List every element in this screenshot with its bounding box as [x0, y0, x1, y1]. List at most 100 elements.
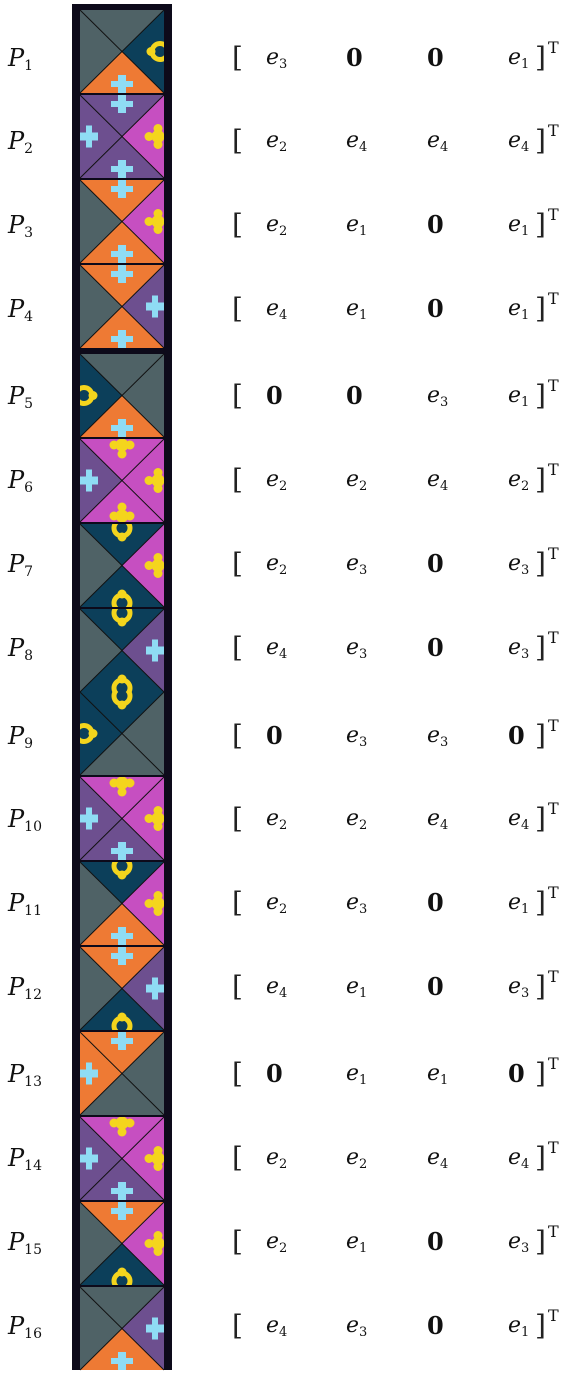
- left-bracket: [: [232, 1054, 243, 1094]
- row-label-letter: P: [8, 1060, 24, 1088]
- row-label-letter: P: [8, 1312, 24, 1340]
- row-vector: [e2e2e4e4]T: [232, 799, 583, 839]
- trefoil-motif-lobe: [126, 441, 135, 450]
- zero-entry: 0: [266, 1054, 283, 1094]
- cross-motif-bar: [111, 1358, 133, 1364]
- cross-motif-bar: [111, 81, 133, 87]
- right-bracket: ]: [535, 121, 546, 161]
- basis-entry: e1: [346, 289, 367, 329]
- left-bracket: [: [232, 967, 243, 1007]
- transpose-mark: T: [548, 1044, 559, 1084]
- cross-motif-bar: [86, 1148, 92, 1170]
- basis-entry: e4: [266, 628, 287, 668]
- row-label-index: 1: [24, 58, 33, 74]
- row-label: P13: [8, 1054, 70, 1094]
- basis-entry: e2: [508, 460, 529, 500]
- zero-entry: 0: [427, 205, 444, 245]
- row-label-index: 3: [24, 225, 33, 241]
- left-bracket: [: [232, 460, 243, 500]
- trefoil-motif-lobe: [154, 891, 163, 900]
- trefoil-motif-lobe: [154, 1162, 163, 1171]
- row-label-letter: P: [8, 1228, 24, 1256]
- tile: [80, 10, 168, 93]
- row-label-letter: P: [8, 127, 24, 155]
- trefoil-motif-lobe: [110, 441, 119, 450]
- row-label-index: 8: [24, 648, 33, 664]
- basis-entry: e4: [508, 121, 529, 161]
- trefoil-motif-lobe: [154, 484, 163, 493]
- row-label-letter: P: [8, 550, 24, 578]
- trefoil-motif-lobe: [145, 217, 154, 226]
- trefoil-motif-lobe: [154, 140, 163, 149]
- zero-entry: 0: [427, 544, 444, 584]
- cross-motif-bar: [111, 101, 133, 107]
- transpose-mark: T: [548, 706, 559, 746]
- zero-entry: 0: [508, 1054, 525, 1094]
- row-label-index: 11: [24, 903, 42, 919]
- row-label: P15: [8, 1222, 70, 1262]
- tile: [80, 1287, 164, 1370]
- left-bracket: [: [232, 205, 243, 245]
- zero-entry: 0: [427, 1222, 444, 1262]
- row-label-letter: P: [8, 634, 24, 662]
- row-label-index: 12: [24, 987, 42, 1003]
- basis-entry: e4: [427, 1138, 448, 1178]
- basis-entry: e2: [346, 460, 367, 500]
- cross-motif-bar: [152, 296, 158, 318]
- row-vector: [e2e10e1]T: [232, 205, 583, 245]
- cross-motif-bar: [86, 470, 92, 492]
- row-label-index: 5: [24, 396, 33, 412]
- row-label-index: 15: [24, 1242, 42, 1258]
- row-vector: [e2e10e3]T: [232, 1222, 583, 1262]
- left-bracket: [: [232, 38, 243, 78]
- row-label: P3: [8, 205, 70, 245]
- tile: [80, 1117, 165, 1201]
- basis-entry: e2: [346, 1138, 367, 1178]
- basis-entry: e4: [508, 1138, 529, 1178]
- row-label-index: 10: [24, 819, 42, 835]
- tile: [80, 777, 165, 861]
- tile: [80, 605, 164, 696]
- zero-entry: 0: [346, 376, 363, 416]
- row-label-letter: P: [8, 382, 24, 410]
- zero-entry: 0: [427, 967, 444, 1007]
- row-label: P14: [8, 1138, 70, 1178]
- zero-entry: 0: [427, 628, 444, 668]
- transpose-mark: T: [548, 1212, 559, 1252]
- left-bracket: [: [232, 121, 243, 161]
- basis-entry: e4: [346, 121, 367, 161]
- row-label: P2: [8, 121, 70, 161]
- zero-entry: 0: [427, 289, 444, 329]
- basis-entry: e1: [508, 883, 529, 923]
- row-vector: [e2e30e1]T: [232, 883, 583, 923]
- trefoil-motif-lobe: [154, 1146, 163, 1155]
- basis-entry: e4: [427, 460, 448, 500]
- basis-entry: e2: [346, 799, 367, 839]
- basis-entry: e3: [427, 716, 448, 756]
- row-label: P5: [8, 376, 70, 416]
- tile: [80, 439, 165, 523]
- left-bracket: [: [232, 799, 243, 839]
- tile: [76, 354, 164, 437]
- cross-motif-bar: [111, 425, 133, 431]
- ring-motif-lobe: [118, 590, 127, 599]
- tile: [80, 180, 165, 263]
- row-label-index: 13: [24, 1074, 42, 1090]
- tile: [80, 947, 164, 1034]
- zero-entry: 0: [427, 1306, 444, 1346]
- row-label-index: 6: [24, 480, 33, 496]
- left-bracket: [: [232, 628, 243, 668]
- cross-motif-bar: [152, 978, 158, 1000]
- basis-entry: e4: [427, 121, 448, 161]
- cross-motif-bar: [111, 336, 133, 342]
- zero-entry: 0: [266, 376, 283, 416]
- left-bracket: [: [232, 1138, 243, 1178]
- right-bracket: ]: [535, 967, 546, 1007]
- basis-entry: e3: [508, 628, 529, 668]
- row-label-index: 2: [24, 141, 33, 157]
- tile: [80, 1032, 164, 1115]
- cross-motif-bar: [111, 933, 133, 939]
- ring-motif-lobe: [89, 729, 98, 738]
- cross-motif-bar: [152, 640, 158, 662]
